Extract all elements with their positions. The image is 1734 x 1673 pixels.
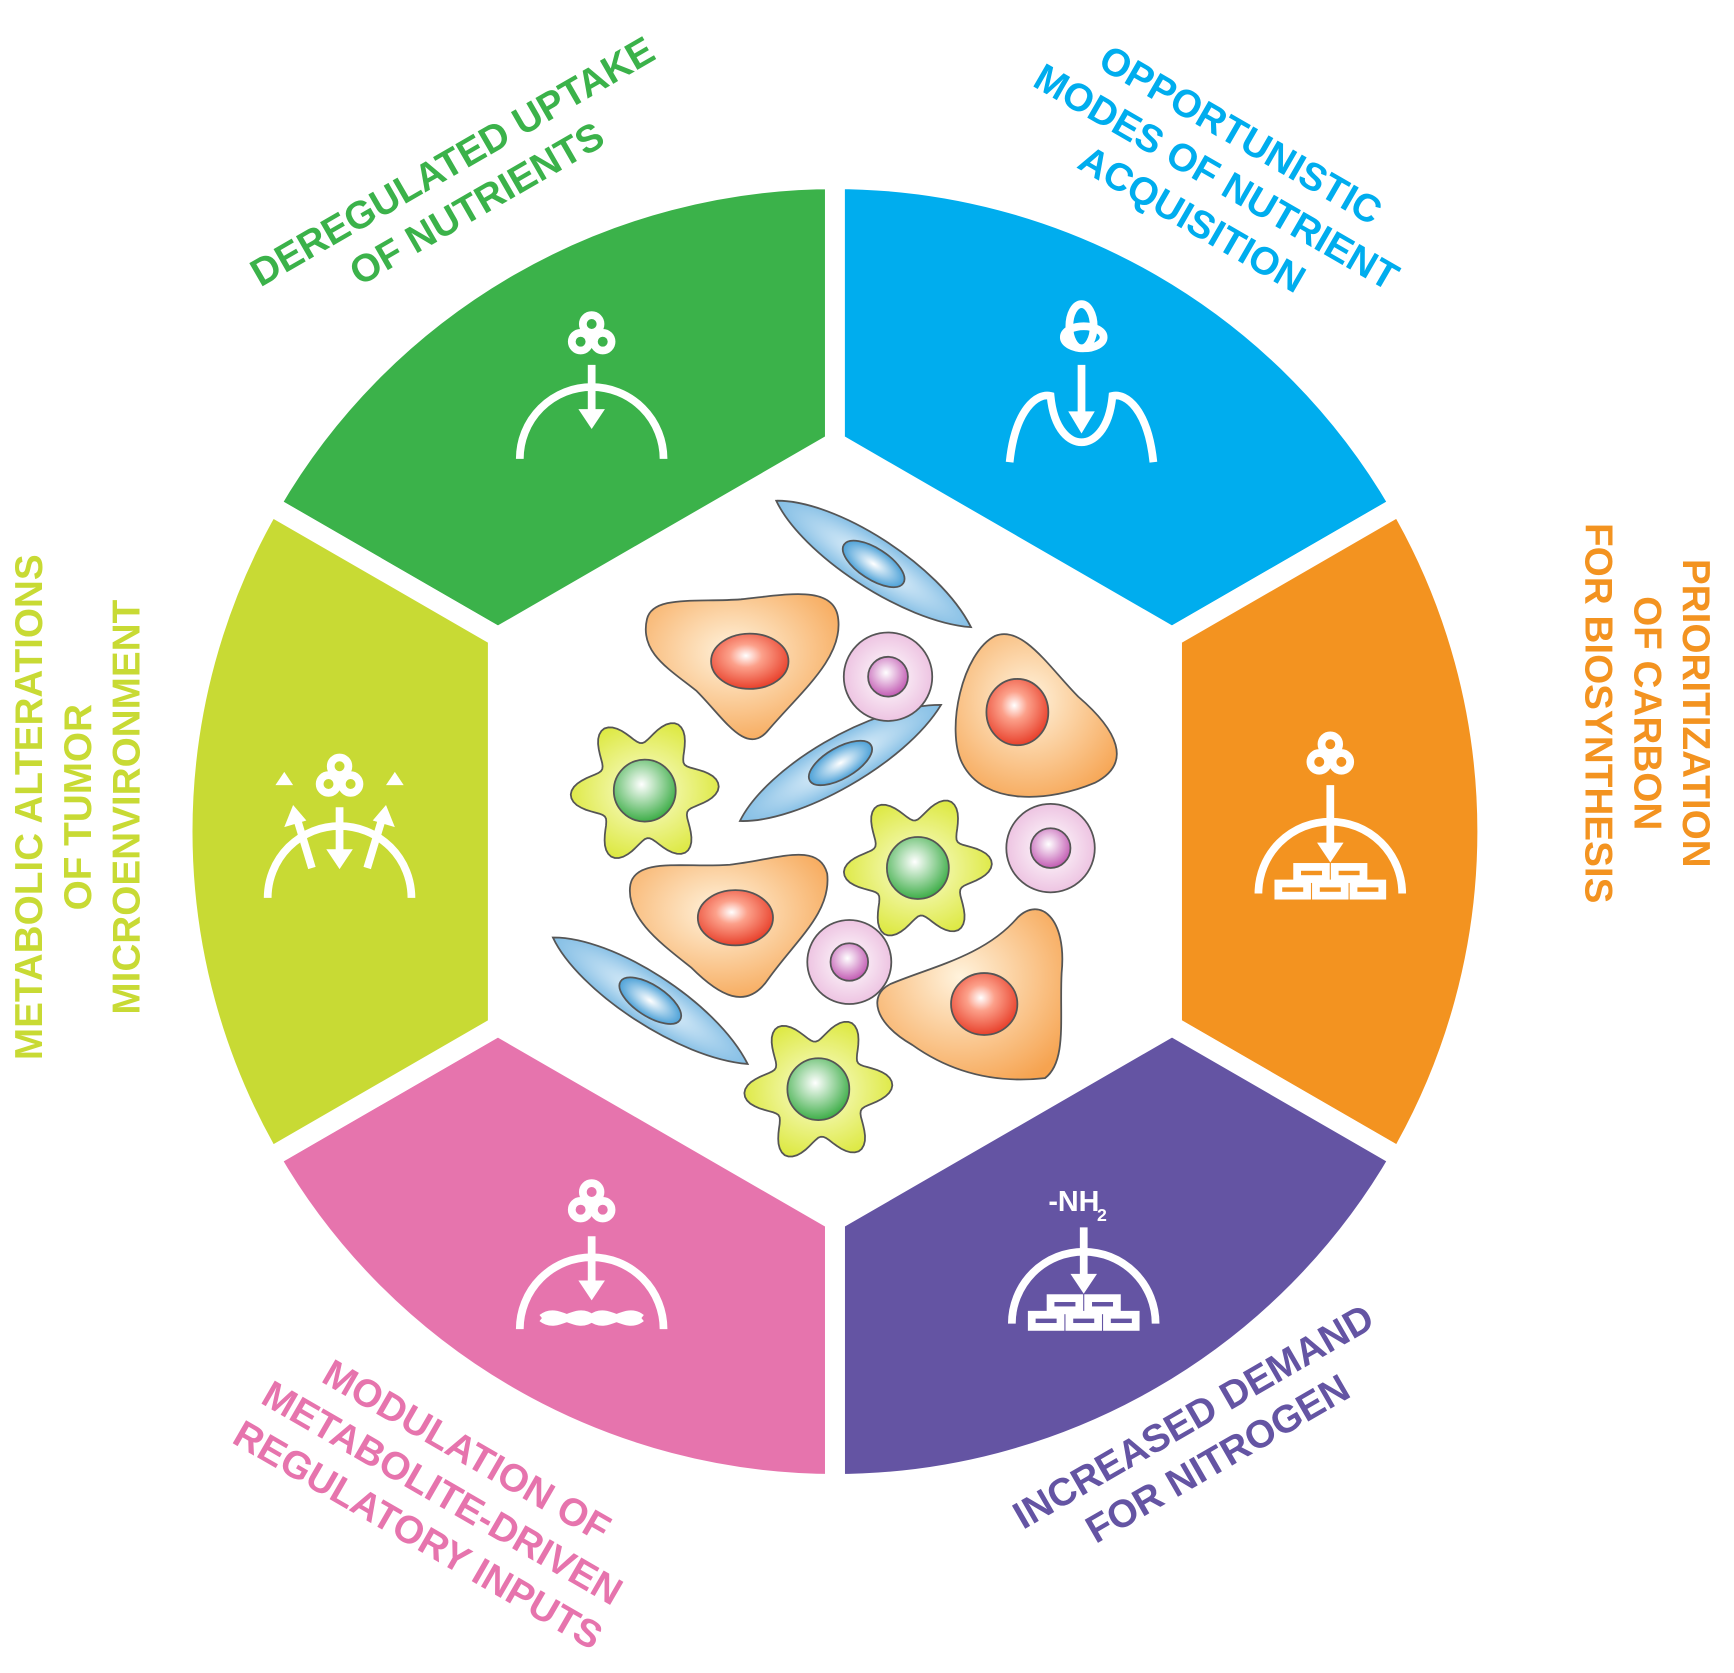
segment-opportunistic-modes [824, 169, 1414, 649]
immune-cell [1005, 802, 1096, 894]
immune-cell [842, 631, 934, 722]
amine-group-label: -NH [1048, 1186, 1099, 1218]
label-line: OF TUMOR [57, 704, 100, 910]
tumor-cell [954, 633, 1118, 798]
biosynthesis-carbon-icon [1254, 735, 1407, 895]
immune-cell [806, 919, 893, 1005]
fibroblast-cell [551, 936, 750, 1065]
tumor-cell [644, 593, 840, 741]
tumor-cell-cluster [551, 499, 1118, 1158]
label-line: OF CARBON [1625, 596, 1668, 830]
label-line: FOR BIOSYNTHESIS [1577, 523, 1620, 903]
fibroblast-cell [774, 499, 973, 629]
stromal-star-cell [569, 722, 720, 859]
stromal-star-cell [743, 1020, 894, 1158]
amine-subscript: 2 [1097, 1205, 1107, 1225]
label-line: PRIORITIZATION [1674, 559, 1717, 868]
macropinocytosis-icon [1005, 300, 1158, 463]
tumor-cell [629, 853, 829, 998]
fibroblast-cell [738, 704, 943, 822]
label-line: MICROENVIRONMENT [105, 599, 148, 1014]
segment-deregulated-uptake [256, 169, 845, 649]
microenvironment-exchange-icon [263, 757, 416, 898]
stromal-star-cell [842, 799, 993, 937]
dna-regulation-icon [515, 1183, 668, 1330]
nitrogen-biosynthesis-icon: -NH 2 [1007, 1186, 1160, 1327]
segment-nitrogen-demand [824, 1014, 1414, 1494]
label-line: METABOLIC ALTERATIONS [8, 554, 51, 1060]
nutrient-uptake-icon [515, 315, 668, 459]
tumor-cell [876, 908, 1064, 1081]
segments-ring [172, 169, 1498, 1494]
segment-metabolite-regulation [256, 1014, 845, 1494]
